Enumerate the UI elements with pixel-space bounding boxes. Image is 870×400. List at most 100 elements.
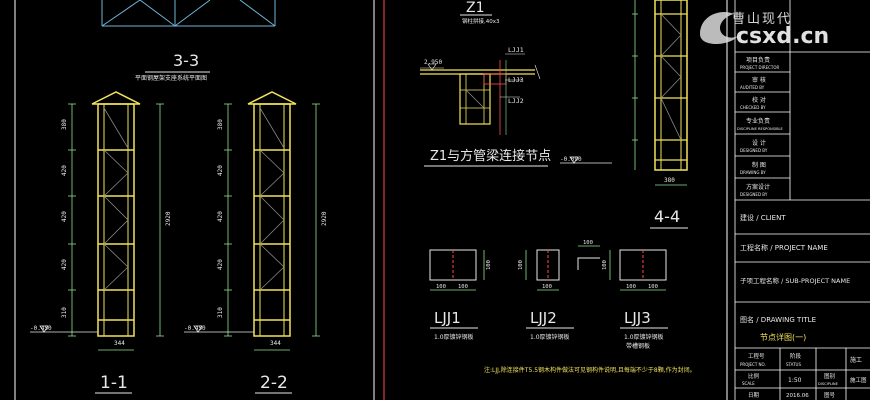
dim-420-left-1a: 420 [61, 165, 68, 176]
ljj3-dim-w2: 100 [648, 284, 658, 290]
dim-420-left-2a: 420 [217, 165, 224, 176]
section-label-1-1: 1-1 [100, 373, 128, 393]
ljj2-note: 1.0厚镀锌钢板 [530, 333, 570, 341]
tb-checked-en: CHECKED BY [740, 105, 766, 110]
ljj3-note-2: 带槽钢板 [626, 342, 650, 350]
ljj2-dim-w: 100 [542, 284, 552, 290]
ljj2-dim-top: 100 [583, 240, 593, 246]
tb-client: 建设 / CLIENT [740, 213, 786, 222]
tb-date: 日期 [748, 392, 760, 399]
column-2-2-cap [247, 91, 297, 105]
tb-discipline: 专业负责 [746, 117, 770, 125]
dim-380-left-1: 380 [61, 119, 68, 130]
z1-node-detail [420, 53, 541, 135]
tb-project-director: 项目负责 [746, 56, 770, 64]
section-note-3-3: 平面钢屋架支座系统平面图 [135, 74, 207, 82]
tb-status: 阶段 [790, 352, 802, 360]
tb-sheet: 图号 [824, 391, 836, 399]
ljj3-dim-w1: 100 [626, 284, 636, 290]
tb-status-en: STATUS [786, 362, 801, 367]
ljj3-dim-h: 100 [602, 260, 608, 270]
ljj1-label: LJJ1 [434, 309, 461, 327]
elevation-left-2: -0.450 [184, 325, 206, 332]
watermark-logo-icon [700, 12, 738, 44]
tb-discipline-label: 图别 [824, 372, 835, 380]
dim-420-left-1c: 420 [61, 259, 68, 270]
watermark-url-domain: sxd.cn [749, 24, 830, 49]
column-1-1-tag: 344 [114, 340, 125, 347]
column-4-4 [632, 0, 688, 186]
callout-ljj2: LJJ2 [508, 97, 524, 105]
tb-designer-en: DESIGNED BY [740, 192, 768, 197]
section-label-2-2: 2-2 [260, 373, 288, 393]
column-1-1-body [97, 103, 135, 337]
ljj3-note: 1.0厚镀锌钢板 [624, 333, 664, 341]
footnote: 注:LJJ,除连接件T5.5钢木构件做法可见钢构件说明,且每端不少于8颗,作为封… [484, 366, 696, 374]
tb-scale-value: 1:50 [788, 377, 802, 384]
tb-drawing: 制 图 [752, 161, 766, 169]
ljj2-plate [525, 245, 600, 291]
tb-designed-en: DESIGNED BY [740, 148, 768, 153]
dim-2920-right-2: 2920 [321, 211, 328, 226]
ljj1-dim-w1: 100 [436, 284, 446, 290]
column-dimensions [68, 103, 320, 351]
tb-project-no-en: PROJECT NO. [740, 362, 766, 367]
tb-discipline-en: DISCIPLINE RESPONSIBLE [737, 127, 784, 131]
ljj3-plate [609, 249, 667, 291]
ljj1-dim-w2: 100 [458, 284, 468, 290]
tb-scale-en: SCALE [742, 381, 755, 386]
tb-discipline-value: 施工图 [850, 376, 867, 384]
title-block-grid [734, 0, 870, 400]
z1-elevation: 2.950 [424, 59, 442, 66]
dim-380-4-4: 380 [664, 177, 675, 184]
column-1-1-cap [91, 91, 141, 105]
tb-discipline-label-en: DISCIPLINE [818, 382, 839, 386]
tb-scale: 比例 [748, 372, 760, 380]
ljj1-plate [429, 249, 485, 291]
ljj1-note: 1.0厚镀锌钢板 [434, 333, 474, 341]
tb-designer: 方案设计 [746, 183, 770, 191]
ljj3-label: LJJ3 [624, 309, 651, 327]
tb-designed: 设 计 [752, 139, 766, 147]
truss-top-fragment [101, 0, 276, 27]
ljj2-dim-h: 100 [518, 260, 524, 270]
tb-drawing-title: 图名 / DRAWING TITLE [740, 315, 816, 324]
dim-420-left-2c: 420 [217, 259, 224, 270]
tb-drawing-en: DRAWING BY [740, 170, 766, 175]
tb-audited: 审 核 [752, 76, 766, 84]
column-1-1 [91, 91, 141, 337]
tb-project-no: 工程号 [748, 352, 765, 360]
ljj1-dim-h: 100 [486, 260, 492, 270]
node-title: Z1与方管梁连接节点 [430, 148, 551, 164]
section-label-3-3: 3-3 [173, 51, 199, 70]
watermark-brand: 曹山现代 [732, 12, 793, 27]
column-2-2-body [253, 103, 291, 337]
tb-project-director-en: PROJECT DIRECTOR [740, 65, 780, 70]
z1-label: Z1 [466, 0, 485, 16]
dim-2920-right-1: 2920 [165, 211, 172, 226]
z1-note: 钢柱拼接,40x3 [462, 17, 500, 25]
watermark-url-prefix: c [736, 24, 750, 49]
dim-420-left-2b: 420 [217, 211, 224, 222]
dim-310-left-2: 310 [217, 307, 224, 318]
dim-310-left-1: 310 [61, 307, 68, 318]
callout-ljj3: LJJ3 [508, 76, 524, 84]
dim-420-left-1b: 420 [61, 211, 68, 222]
elevation-markers [30, 156, 612, 333]
tb-project-name: 工程名称 / PROJECT NAME [740, 243, 828, 252]
elevation-4-4: -0.090 [560, 156, 582, 163]
callout-ljj1: LJJ1 [508, 46, 524, 54]
tb-drawing-title-value: 节点详图(一) [760, 332, 806, 342]
tb-audited-en: AUDITED BY [740, 85, 765, 90]
dim-380-left-2: 380 [217, 119, 224, 130]
tb-checked: 校 对 [752, 96, 766, 104]
tb-construction: 施工 [850, 356, 862, 364]
column-2-2-tag: 344 [270, 340, 281, 347]
section-label-4-4: 4-4 [654, 207, 680, 226]
sheet-frame [14, 0, 728, 400]
tb-date-value: 2016.06 [786, 393, 809, 399]
watermark-url: csxd.cn [736, 24, 829, 49]
ljj2-label: LJJ2 [530, 309, 557, 327]
column-2-2 [247, 91, 297, 337]
